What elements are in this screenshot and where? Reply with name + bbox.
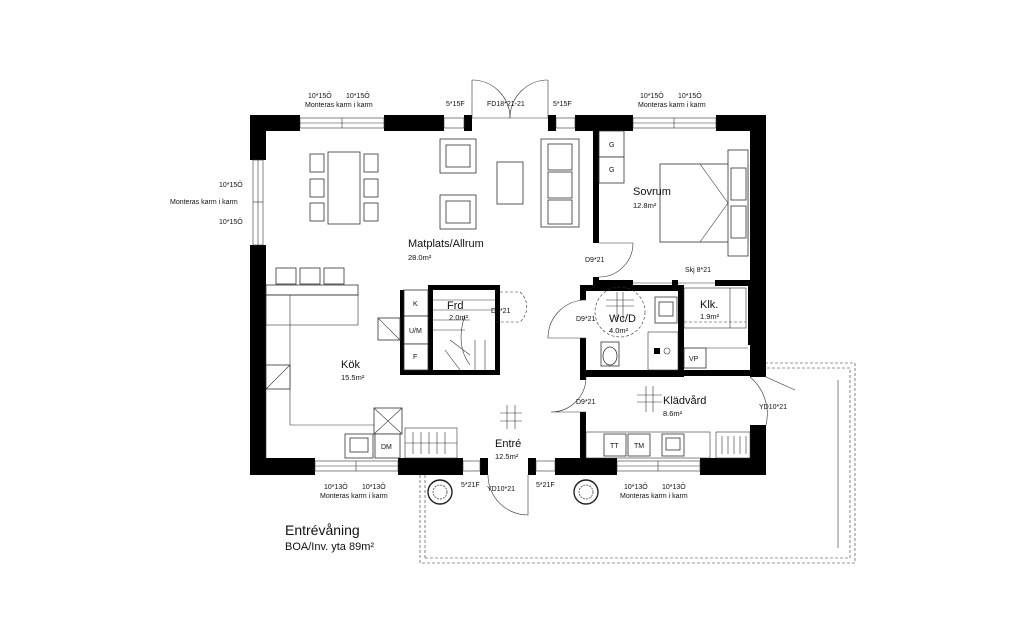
window-label-bl-a: 10*13Ö: [324, 483, 348, 491]
room-area-klk: 1.9m²: [700, 312, 720, 321]
fixture-label-tm: TM: [634, 443, 644, 450]
room-name-kladvard: Klädvård: [663, 395, 706, 407]
door-label-skj: Skj 8*21: [685, 267, 711, 274]
outer-walls: [250, 115, 766, 475]
window-label-top-small-right: 5*15F: [553, 101, 572, 108]
room-name-wcd: Wc/D: [609, 313, 636, 325]
window-label-tr-a: 10*15Ö: [640, 92, 664, 100]
room-area-entre: 12.5m²: [495, 452, 519, 461]
windows: [252, 117, 717, 472]
door-labels: FD18*21-21 D9*21 D9*21 D9*21 D9*21 Skj 8…: [487, 101, 787, 493]
window-label-bl-b: 10*13Ö: [362, 483, 386, 491]
window-note-tr: Monteras karm i karm: [638, 102, 706, 109]
door-swings: [487, 242, 796, 516]
room-name-frd: Frd: [447, 300, 464, 312]
dining-table: [309, 151, 379, 225]
fixture-label-dm: DM: [381, 444, 392, 451]
fixture-label-wardrobe-1: G: [609, 142, 614, 149]
fixture-label-f: F: [413, 354, 417, 361]
room-name-sovrum: Sovrum: [633, 186, 671, 198]
patio-door: [471, 79, 549, 119]
terrace-outline: [419, 362, 856, 564]
fixture-label-k: K: [413, 301, 418, 308]
window-note-bl: Monteras karm i karm: [320, 493, 388, 500]
door-label-frd: D9*21: [491, 308, 511, 315]
window-label-br-b: 10*13Ö: [662, 483, 686, 491]
light-fixtures: [500, 386, 662, 429]
outdoor-plants: [427, 479, 599, 505]
room-area-kladvard: 8.6m²: [663, 409, 683, 418]
window-label-br-a: 10*13Ö: [624, 483, 648, 491]
room-area-kok: 15.5m²: [341, 373, 365, 382]
window-label-bottom-small-left: 5*21F: [461, 482, 480, 489]
window-note-tl: Monteras karm i karm: [305, 102, 373, 109]
room-labels: Matplats/Allrum 28.0m² Sovrum 12.8m² Frd…: [341, 186, 720, 461]
window-label-left-a: 10*15Ö: [219, 181, 243, 189]
window-note-br: Monteras karm i karm: [620, 493, 688, 500]
window-label-bottom-small-right: 5*21F: [536, 482, 555, 489]
window-label-tr-b: 10*15Ö: [678, 92, 702, 100]
window-label-tl-a: 10*15Ö: [308, 92, 332, 100]
window-labels: 10*15Ö 10*15Ö Monteras karm i karm 10*15…: [170, 92, 706, 500]
door-label-side: YD10*21: [759, 404, 787, 411]
window-note-left: Monteras karm i karm: [170, 199, 238, 206]
room-area-matplats: 28.0m²: [408, 253, 432, 262]
door-label-kladvard: D9*21: [576, 399, 596, 406]
bar-stools: [265, 267, 359, 326]
door-label-entry: YD10*21: [487, 486, 515, 493]
door-label-patio: FD18*21-21: [487, 101, 525, 108]
room-name-entre: Entré: [495, 438, 521, 450]
room-name-klk: Klk.: [700, 299, 718, 311]
fixture-label-tt: TT: [610, 443, 619, 450]
fixture-label-wardrobe-2: G: [609, 167, 614, 174]
fixture-label-um: U/M: [409, 328, 422, 335]
window-label-top-small-left: 5*15F: [446, 101, 465, 108]
staircase: [433, 291, 528, 371]
plan-subtitle: BOA/Inv. yta 89m²: [285, 541, 374, 553]
bedroom-furniture: [598, 130, 749, 257]
room-area-frd: 2.0m²: [449, 313, 469, 322]
room-name-kok: Kök: [341, 359, 360, 371]
lounge-furniture: [439, 138, 580, 230]
room-name-matplats: Matplats/Allrum: [408, 238, 484, 250]
window-label-tl-b: 10*15Ö: [346, 92, 370, 100]
door-label-sovrum: D9*21: [585, 257, 605, 264]
fixture-label-vp: VP: [689, 356, 699, 363]
laundry-counter: [585, 431, 751, 459]
kitchen-counters: [265, 289, 429, 459]
window-label-left-b: 10*15Ö: [219, 218, 243, 226]
door-label-wcd: D9*21: [576, 316, 596, 323]
entry-steps: [404, 427, 458, 459]
room-area-sovrum: 12.8m²: [633, 201, 657, 210]
plan-caption: Entrévåning BOA/Inv. yta 89m²: [285, 522, 374, 553]
room-area-wcd: 4.0m²: [609, 326, 629, 335]
fixture-labels: G G K U/M F DM TT TM VP: [381, 142, 699, 451]
plan-title: Entrévåning: [285, 522, 360, 538]
interior-walls: [400, 131, 766, 472]
closet-fixtures: [683, 287, 748, 369]
bathroom-fixtures: [594, 286, 679, 371]
